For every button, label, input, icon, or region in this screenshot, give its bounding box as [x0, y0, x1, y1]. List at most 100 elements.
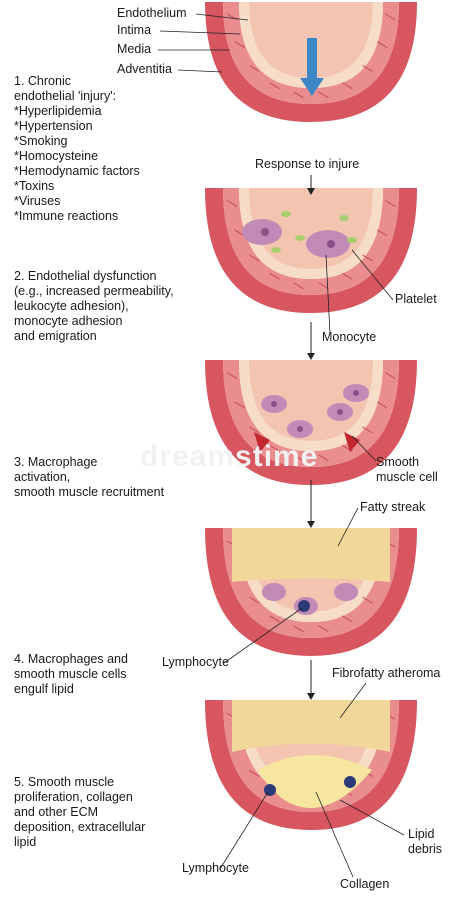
platelet-cell [281, 211, 291, 217]
platelet-cell [271, 247, 281, 253]
fibrofatty-cap [232, 700, 390, 752]
muscle-fiber [384, 199, 396, 208]
muscle-fiber [293, 91, 304, 99]
muscle-fiber [342, 82, 353, 90]
monocyte-nucleus [327, 240, 335, 248]
muscle-fiber [293, 625, 304, 633]
leader-line [325, 254, 331, 335]
smooth-muscle-migration-arrow [344, 432, 360, 452]
stage-1-text: 1. Chronic endothelial 'injury': *Hyperl… [14, 74, 140, 223]
label-platelet: Platelet [395, 292, 437, 306]
foam-cell [262, 583, 286, 601]
media-layer [223, 2, 399, 104]
label-smooth-muscle-cell: Smooth muscle cell [376, 455, 438, 484]
label-fibrofatty-atheroma: Fibrofatty atheroma [332, 666, 441, 680]
leader-line [315, 791, 354, 878]
macrophage-nucleus [297, 426, 303, 432]
progression-arrow-head [307, 188, 315, 195]
label-adventitia: Adventitia [117, 62, 172, 76]
leader-line [339, 799, 405, 836]
muscle-fiber [269, 272, 280, 280]
lipid-core [258, 755, 372, 808]
label-monocyte: Monocyte [322, 330, 377, 344]
media-layer [223, 528, 399, 638]
smooth-muscle-migration-arrow [254, 432, 270, 452]
leader-line [219, 791, 269, 870]
progression-arrow-head [307, 353, 315, 360]
muscle-fiber [362, 64, 373, 72]
muscle-fiber [269, 444, 280, 452]
label-fatty-streak: Fatty streak [360, 500, 426, 514]
leader-line [177, 69, 223, 73]
leader-line [351, 435, 377, 462]
progression-arrow-head [307, 693, 315, 700]
muscle-fiber [234, 41, 246, 49]
stage-4-text: 4. Macrophages and smooth muscle cells e… [14, 652, 128, 696]
platelet-cell [347, 237, 357, 243]
label-response: Response to injure [255, 157, 360, 171]
watermark: dreamstime [140, 440, 319, 473]
label-media: Media [117, 42, 152, 56]
stage-2-text: 2. Endothelial dysfunction (e.g., increa… [14, 269, 174, 343]
lymphocyte-cell [264, 784, 276, 796]
leader-line [337, 507, 359, 547]
lymphocyte-cell [344, 776, 356, 788]
muscle-fiber [362, 254, 373, 262]
label-lymphocyte-stage-4: Lymphocyte [162, 655, 229, 669]
label-collagen: Collagen [340, 877, 390, 891]
blood-flow-arrow [300, 38, 324, 96]
muscle-fiber [249, 596, 260, 604]
muscle-fiber [318, 282, 329, 290]
muscle-fiber [318, 91, 329, 99]
muscle-fiber [362, 596, 373, 604]
macrophage-nucleus [337, 409, 343, 415]
fatty-streak [232, 528, 390, 582]
platelet-cell [339, 215, 349, 221]
muscle-fiber [376, 401, 388, 409]
adventitia-layer [205, 360, 417, 485]
leader-line [195, 13, 249, 21]
label-lymphocyte-stage-5: Lymphocyte [182, 861, 249, 875]
label-lipid-debris: Lipid debris [408, 827, 443, 856]
adventitia-layer [205, 2, 417, 122]
foam-cell [334, 583, 358, 601]
progression-arrow-head [307, 521, 315, 528]
muscle-fiber [362, 426, 373, 434]
muscle-fiber [293, 454, 304, 462]
muscle-fiber [234, 401, 246, 409]
platelet-cell [295, 235, 305, 241]
muscle-fiber [226, 371, 238, 380]
muscle-fiber [293, 282, 304, 290]
leader-line [159, 30, 241, 35]
label-endothelium: Endothelium [117, 6, 187, 20]
monocyte-nucleus [261, 228, 269, 236]
macrophage-nucleus [271, 401, 277, 407]
stage-5-text: 5. Smooth muscle proliferation, collagen… [14, 775, 146, 849]
muscle-fiber [318, 454, 329, 462]
adventitia-layer [205, 188, 417, 313]
muscle-fiber [376, 41, 388, 49]
leader-line [351, 249, 394, 301]
lymphocyte-cell [298, 600, 310, 612]
adventitia-layer [205, 700, 417, 830]
media-layer [223, 188, 399, 295]
muscle-fiber [342, 615, 353, 623]
leader-line [223, 607, 303, 664]
muscle-fiber [249, 254, 260, 262]
adventitia-layer [205, 528, 417, 656]
muscle-fiber [342, 272, 353, 280]
muscle-fiber [384, 13, 396, 21]
muscle-fiber [226, 199, 238, 208]
muscle-fiber [249, 64, 260, 72]
muscle-fiber [318, 625, 329, 633]
muscle-fiber [249, 426, 260, 434]
leader-line [339, 682, 367, 719]
label-intima: Intima [117, 23, 152, 37]
macrophage-nucleus [353, 390, 359, 396]
muscle-fiber [384, 371, 396, 380]
muscle-fiber [376, 229, 388, 237]
stage-3-text: 3. Macrophage activation, smooth muscle … [14, 455, 165, 499]
muscle-fiber [269, 82, 280, 90]
